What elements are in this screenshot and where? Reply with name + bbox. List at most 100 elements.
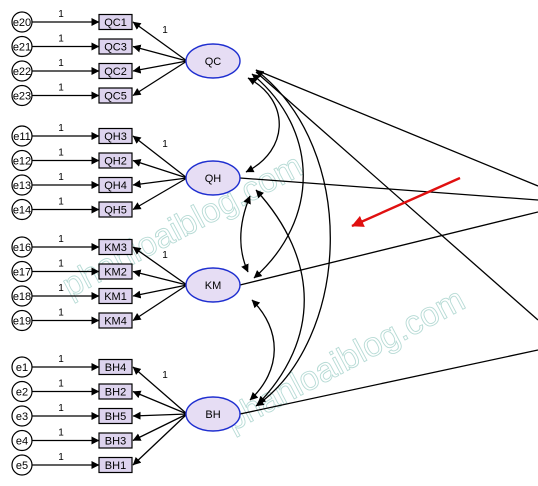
path-qh-right — [239, 177, 538, 201]
error-node[interactable] — [11, 405, 33, 427]
error-label: e17 — [13, 267, 31, 279]
error-node[interactable] — [11, 236, 33, 258]
loading-path — [132, 413, 188, 466]
error-label: e20 — [13, 17, 31, 29]
latent-factor[interactable] — [185, 43, 241, 79]
error-label: e14 — [13, 205, 31, 217]
path-bh-right — [239, 349, 538, 415]
error-label: e23 — [13, 91, 31, 103]
latent-factor-label: BH — [205, 409, 220, 421]
error-label: e19 — [13, 316, 31, 328]
loading-fixed-label: 1 — [162, 370, 168, 381]
latent-factor[interactable] — [185, 160, 241, 196]
error-path-label: 1 — [58, 428, 64, 439]
indicator-label: KM2 — [104, 267, 127, 279]
latent-factor-label: QC — [205, 56, 222, 68]
error-label: e1 — [16, 362, 28, 374]
indicator-box[interactable] — [98, 383, 133, 400]
indicator-box[interactable] — [98, 238, 133, 256]
error-node[interactable] — [11, 11, 33, 33]
latent-factor-label: KM — [205, 280, 222, 292]
error-node[interactable] — [11, 380, 33, 403]
loading-path — [132, 177, 188, 211]
indicator-label: KM3 — [104, 242, 127, 254]
error-path-label: 1 — [58, 259, 64, 270]
error-node[interactable] — [11, 84, 33, 107]
latent-factor[interactable] — [185, 267, 241, 303]
loading-fixed-label: 1 — [162, 25, 168, 36]
error-label: e3 — [16, 411, 28, 423]
error-node[interactable] — [11, 174, 33, 196]
measurement-model: e201QC1e211QC3e221QC2e231QC51QCe111QH3e1… — [11, 9, 241, 476]
indicator-box[interactable] — [98, 13, 133, 31]
cov-qh-km — [240, 195, 251, 273]
error-path-label: 1 — [58, 172, 64, 183]
loading-path — [132, 159, 188, 179]
indicator-label: QC1 — [104, 17, 127, 29]
loading-fixed-label: 1 — [162, 139, 168, 150]
error-path-label: 1 — [58, 452, 64, 463]
right-side-paths — [239, 69, 538, 415]
error-label: e4 — [16, 436, 28, 448]
loading-path — [132, 284, 188, 322]
error-node[interactable] — [11, 149, 33, 172]
cov-qh-bh — [255, 189, 305, 405]
loading-path — [132, 284, 188, 299]
indicator-box[interactable] — [98, 176, 133, 194]
error-path-label: 1 — [58, 308, 64, 319]
indicator-box[interactable] — [98, 287, 133, 305]
factor-covariances — [240, 69, 331, 407]
indicator-box[interactable] — [98, 432, 133, 449]
indicator-box[interactable] — [98, 127, 133, 145]
error-node[interactable] — [11, 198, 33, 221]
error-label: e22 — [13, 66, 31, 78]
indicator-box[interactable] — [98, 312, 133, 329]
error-node[interactable] — [11, 309, 33, 332]
indicator-box[interactable] — [98, 358, 133, 376]
cov-km-bh — [249, 299, 275, 401]
latent-factor[interactable] — [185, 396, 241, 432]
error-node[interactable] — [11, 454, 33, 476]
path-km-right — [239, 211, 538, 286]
error-node[interactable] — [11, 429, 33, 452]
error-node[interactable] — [11, 260, 33, 283]
highlight-arrow — [351, 176, 461, 228]
error-path-label: 1 — [58, 403, 64, 414]
error-node[interactable] — [11, 125, 33, 147]
error-label: e2 — [16, 387, 28, 399]
error-label: e13 — [13, 180, 31, 192]
indicator-label: BH5 — [105, 411, 126, 423]
loading-path — [132, 60, 188, 97]
indicator-box[interactable] — [98, 263, 133, 280]
indicator-label: QC5 — [104, 91, 127, 103]
indicator-box[interactable] — [98, 152, 133, 169]
loading-path — [132, 413, 188, 442]
indicator-box[interactable] — [98, 456, 133, 474]
error-node[interactable] — [11, 285, 33, 307]
path-qc-right-2 — [255, 71, 538, 321]
error-node[interactable] — [11, 356, 33, 378]
error-node[interactable] — [11, 60, 33, 82]
indicator-box[interactable] — [98, 407, 133, 425]
error-label: e18 — [13, 291, 31, 303]
indicator-label: QH2 — [104, 156, 127, 168]
cov-qc-bh — [255, 69, 331, 407]
indicator-box[interactable] — [98, 38, 133, 55]
error-node[interactable] — [11, 35, 33, 58]
loading-path — [132, 135, 188, 179]
indicator-label: BH4 — [105, 362, 126, 374]
indicator-label: QH3 — [104, 131, 127, 143]
indicator-box[interactable] — [98, 62, 133, 80]
loading-path — [132, 44, 188, 62]
error-path-label: 1 — [58, 123, 64, 134]
error-path-label: 1 — [58, 34, 64, 45]
indicator-box[interactable] — [98, 87, 133, 104]
error-label: e21 — [13, 42, 31, 54]
loading-path — [132, 21, 188, 62]
loading-fixed-label: 1 — [162, 250, 168, 261]
indicator-box[interactable] — [98, 201, 133, 218]
indicator-label: BH1 — [105, 460, 126, 472]
